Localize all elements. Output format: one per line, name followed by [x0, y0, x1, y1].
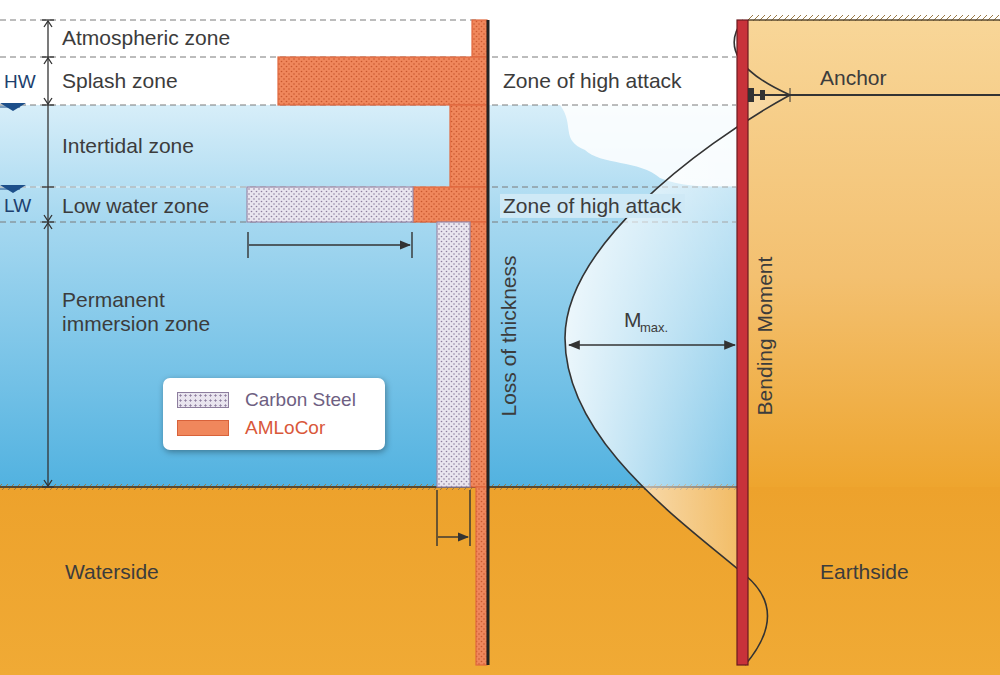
legend-entry: Carbon Steel [163, 386, 385, 414]
legend-text: AMLoCor [245, 417, 325, 439]
legend-swatch [177, 420, 229, 436]
anchor-label: Anchor [820, 66, 887, 90]
axis-label: Bending Moment [753, 257, 777, 416]
attack-note: Zone of high attack [500, 194, 685, 218]
zone-label: Permanent immersion zone [62, 288, 237, 336]
side-label: Waterside [65, 560, 159, 584]
side-label: Earthside [820, 560, 909, 584]
water-level-mark: HW [4, 71, 36, 93]
legend-box: Carbon SteelAMLoCor [163, 378, 385, 450]
legend-swatch [177, 392, 229, 408]
attack-note: Zone of high attack [503, 69, 682, 93]
water-level-mark: LW [4, 195, 31, 217]
zone-label: Splash zone [62, 69, 178, 93]
legend-text: Carbon Steel [245, 389, 356, 411]
moment-subscript: max. [640, 321, 668, 336]
moment-symbol: M [624, 308, 642, 332]
zone-label: Atmospheric zone [62, 26, 230, 50]
legend-entry: AMLoCor [163, 414, 385, 442]
zone-label: Intertidal zone [62, 134, 194, 158]
axis-label: Loss of thickness [497, 255, 521, 416]
zone-label: Low water zone [62, 194, 209, 218]
